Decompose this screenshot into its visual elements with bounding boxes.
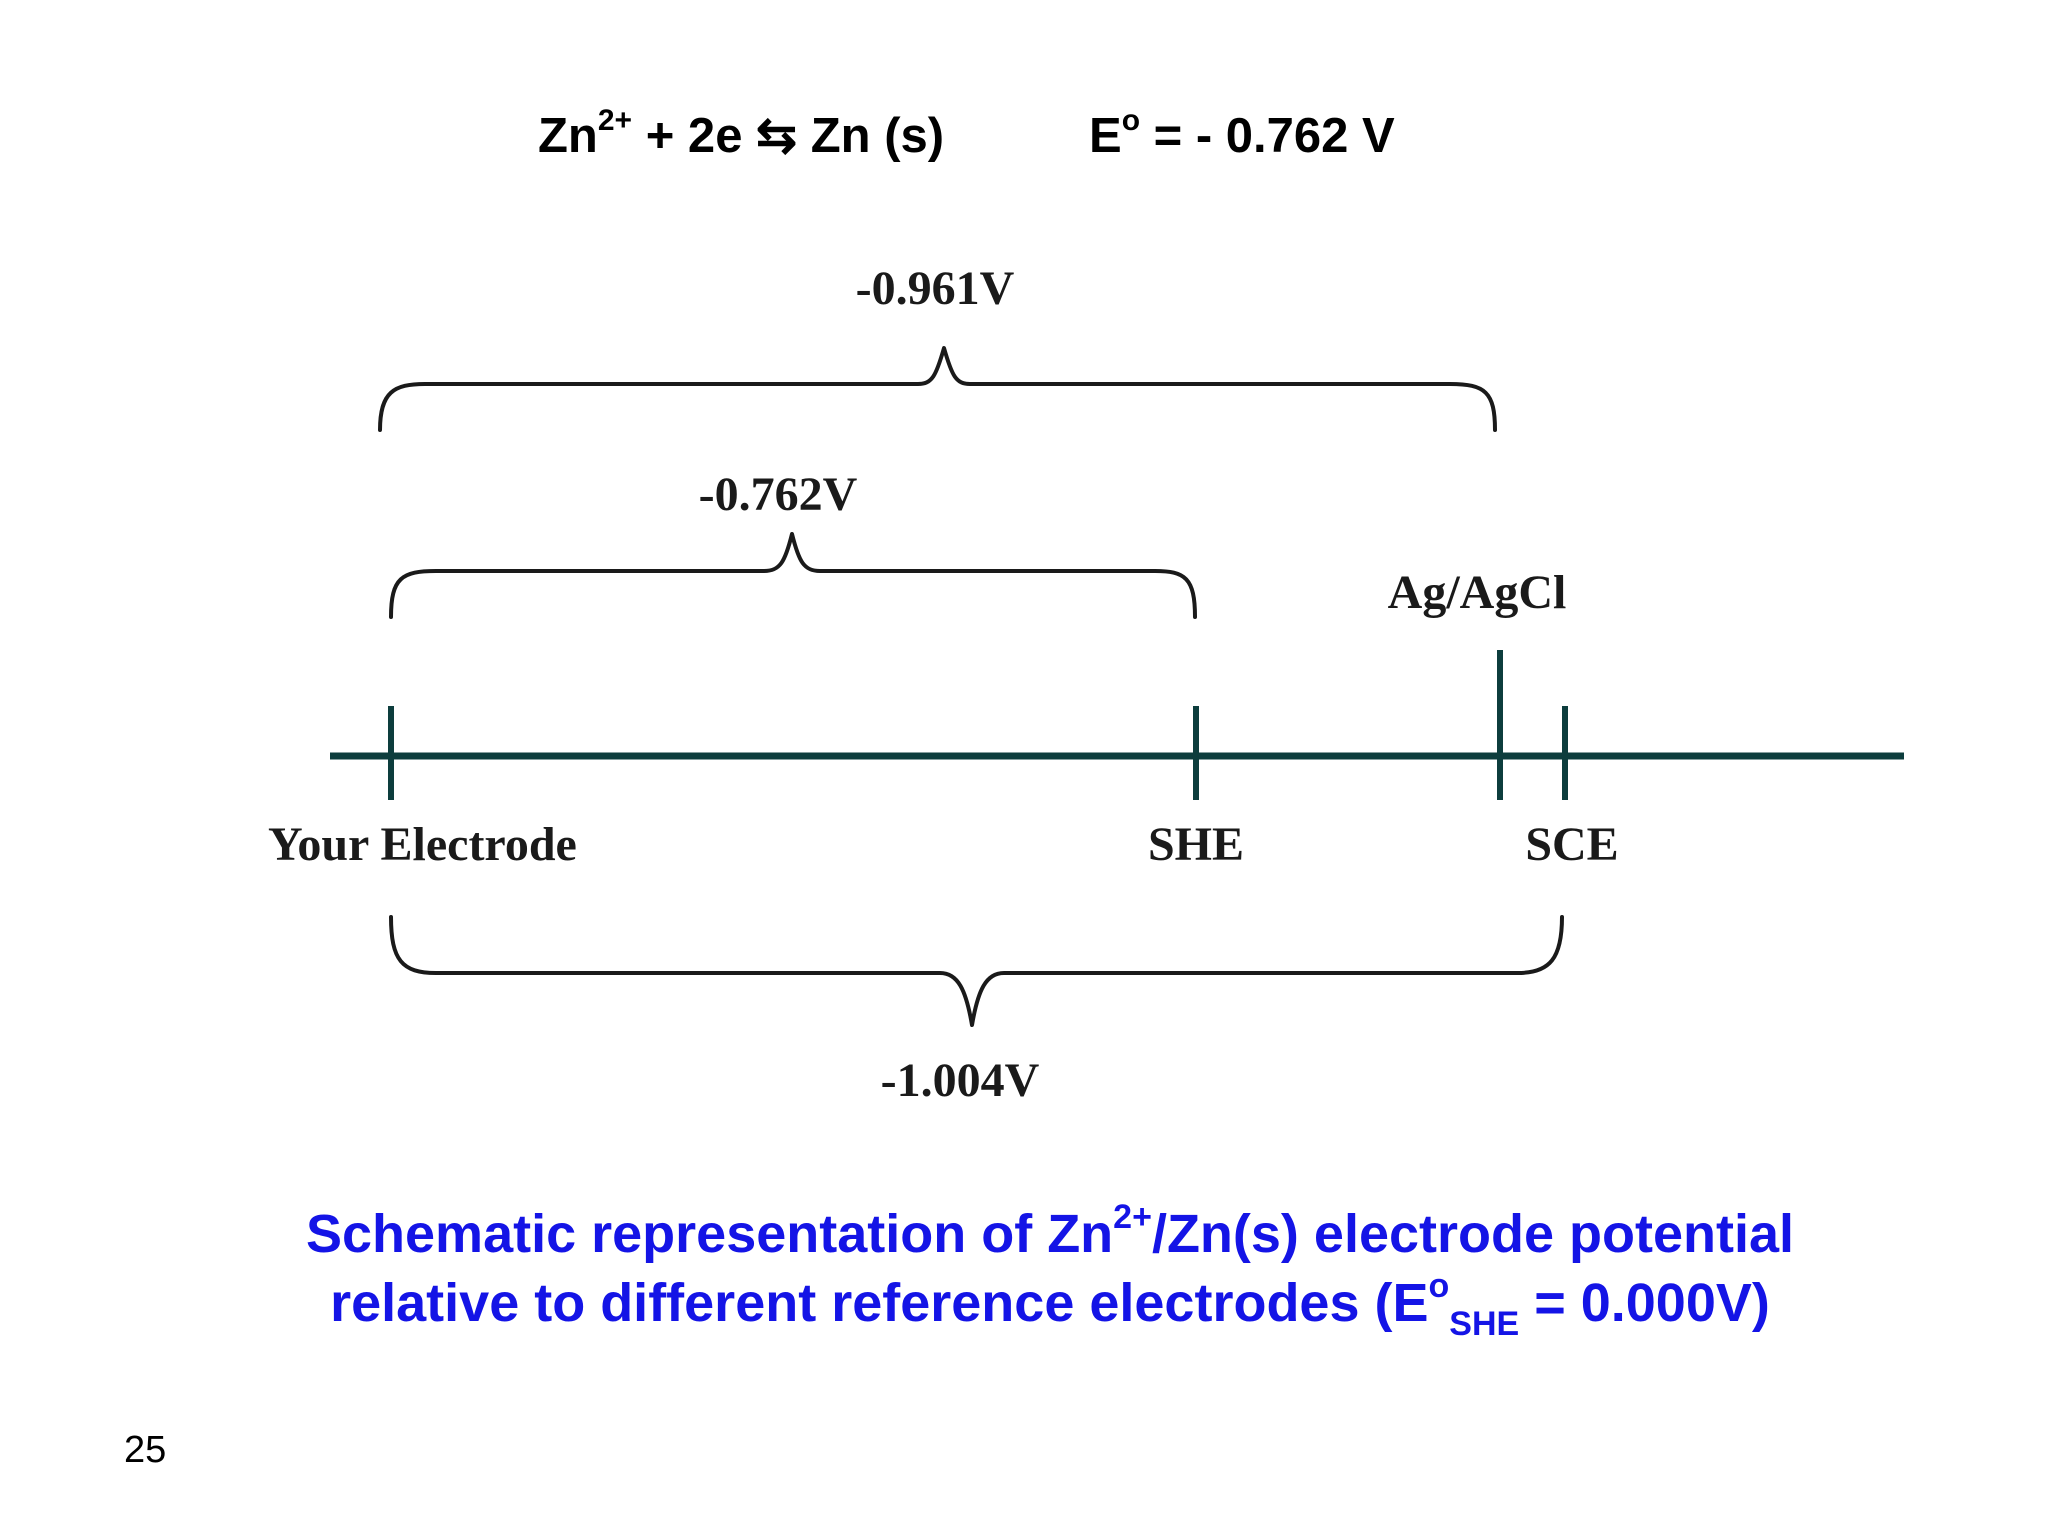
label-your-electrode: Your Electrode xyxy=(268,818,577,871)
brace-electrode-to-she xyxy=(389,532,1197,619)
label-sce: SCE xyxy=(1525,818,1618,871)
equation-zn: Zn xyxy=(538,109,598,163)
half-reaction-equation: Zn2+ + 2e ⇆ Zn (s) xyxy=(538,104,944,164)
label-potential-vs-sce: -1.004V xyxy=(881,1054,1040,1107)
caption-line1-text-a: Schematic representation of Zn xyxy=(305,1204,1114,1264)
equation-e: E xyxy=(1089,109,1122,163)
label-potential-vs-agagcl: -0.961V xyxy=(856,262,1015,315)
caption-she-subscript: SHE xyxy=(1449,1305,1520,1343)
caption-charge-superscript: 2+ xyxy=(1113,1198,1152,1236)
caption-line2-text-b: = 0.000V) xyxy=(1519,1273,1770,1333)
page-number: 25 xyxy=(124,1429,167,1471)
brace-electrode-to-sce xyxy=(389,915,1564,1027)
equation-potential-value: = - 0.762 V xyxy=(1140,109,1395,163)
caption-o-superscript: o xyxy=(1428,1267,1450,1305)
label-ag-agcl: Ag/AgCl xyxy=(1388,566,1567,619)
caption-line-2: relative to different reference electrod… xyxy=(0,1267,2048,1344)
caption-line2-text-a: relative to different reference electrod… xyxy=(330,1273,1429,1333)
equation-o-superscript: o xyxy=(1121,104,1141,137)
standard-potential-equation: Eo = - 0.762 V xyxy=(1089,104,1395,164)
equation-charge-superscript: 2+ xyxy=(597,104,633,137)
equation-reaction-text: + 2e ⇆ Zn (s) xyxy=(632,109,945,163)
brace-electrode-to-agagcl xyxy=(378,346,1497,432)
caption-line-1: Schematic representation of Zn2+/Zn(s) e… xyxy=(0,1198,2048,1265)
caption-line1-text-b: /Zn(s) electrode potential xyxy=(1151,1204,1795,1264)
label-she: SHE xyxy=(1148,818,1244,871)
label-potential-vs-she: -0.762V xyxy=(699,468,858,521)
